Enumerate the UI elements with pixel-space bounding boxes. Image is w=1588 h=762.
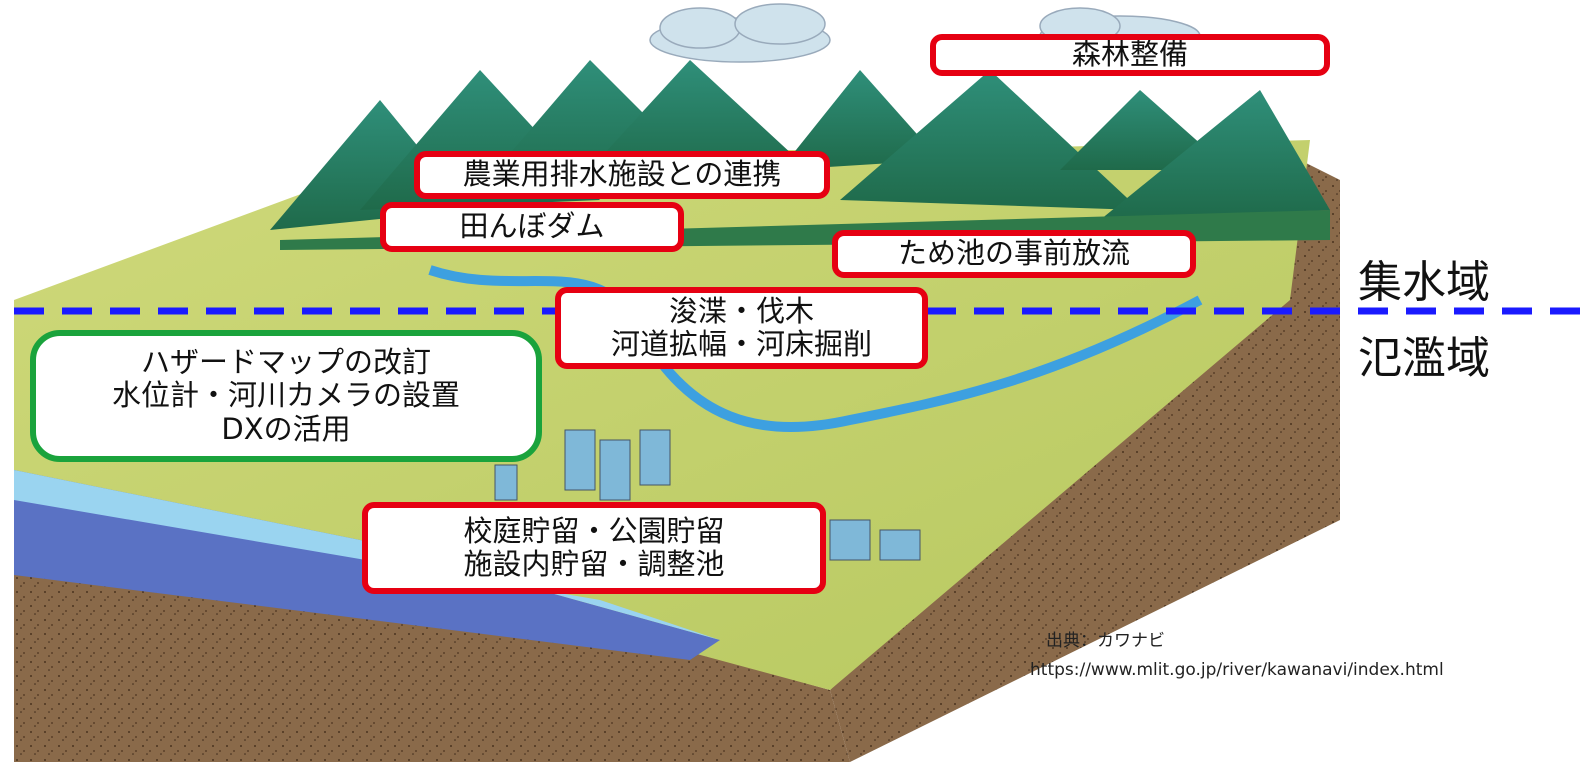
measure-information-line2: 水位計・河川カメラの設置 [111,378,460,413]
measure-storage-line2: 施設内貯留・調整池 [463,547,725,581]
source-url: https://www.mlit.go.jp/river/kawanavi/in… [1030,660,1444,680]
measure-dredging: 浚渫・伐木 河道拡幅・河床掘削 [555,287,928,369]
river [428,265,1203,433]
measure-information: ハザードマップの改訂 水位計・河川カメラの設置 DXの活用 [30,330,542,462]
measure-storage: 校庭貯留・公園貯留 施設内貯留・調整池 [362,502,826,594]
measure-pond-release: ため池の事前放流 [832,230,1196,278]
soil-right-cliff [1200,150,1340,520]
measure-information-line3: DXの活用 [221,411,351,446]
measure-paddy-dam: 田んぼダム [380,202,684,252]
measure-forest-text: 森林整備 [1071,37,1188,72]
measure-dredging-line2: 河道拡幅・河床掘削 [610,327,872,361]
measure-dredging-line1: 浚渫・伐木 [668,293,814,328]
measure-pond-release-text: ため池の事前放流 [897,236,1130,271]
measure-information-line1: ハザードマップの改訂 [140,344,431,379]
measure-agri-drainage-text: 農業用排水施設との連携 [462,157,782,192]
measure-storage-line1: 校庭貯留・公園貯留 [463,513,725,548]
measure-forest: 森林整備 [930,34,1330,76]
measure-agri-drainage: 農業用排水施設との連携 [414,151,830,199]
zone-catchment-label: 集水域 [1358,257,1490,308]
measure-paddy-dam-text: 田んぼダム [459,209,605,244]
zone-floodplain-label: 氾濫域 [1358,333,1490,384]
source-caption: 出典：カワナビ [1046,631,1165,651]
city-buildings [494,429,921,561]
